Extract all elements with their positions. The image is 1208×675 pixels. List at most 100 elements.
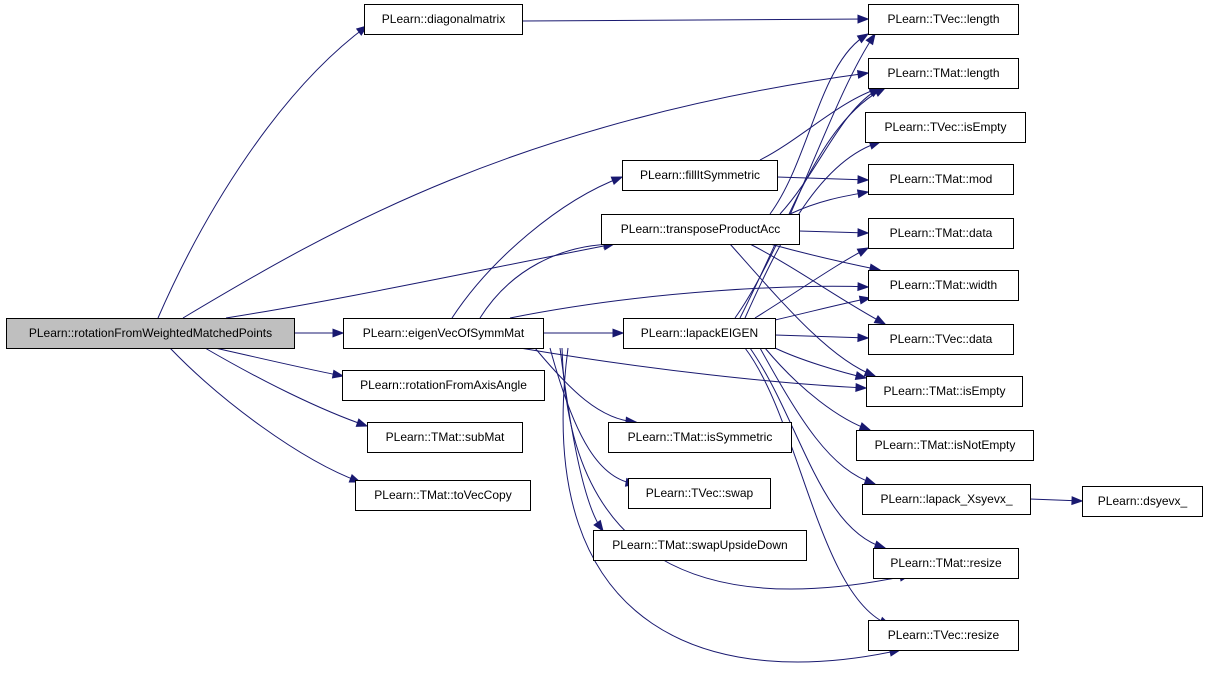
node-tvec-resize[interactable]: PLearn::TVec::resize [868, 620, 1019, 651]
arrowhead-icon [858, 295, 872, 305]
edge-fill-it-symmetric-to-tmat-mod [776, 175, 870, 185]
arrowhead-icon [856, 69, 870, 79]
node-label: PLearn::TVec::isEmpty [884, 120, 1006, 134]
edge-diagonalmatrix-to-tvec-length [521, 14, 870, 24]
node-box [601, 214, 800, 245]
edge-transpose-product-acc-to-tmat-length [779, 87, 882, 215]
node-label: PLearn::TVec::length [887, 12, 999, 26]
node-box [622, 160, 778, 191]
node-label: PLearn::rotationFromWeightedMatchedPoint… [29, 326, 272, 340]
node-box [868, 270, 1019, 301]
node-layer: PLearn::rotationFromWeightedMatchedPoint… [6, 4, 1203, 651]
node-box [868, 620, 1019, 651]
arrowhead-icon [593, 519, 604, 533]
edge-line [734, 33, 876, 319]
edge-line [754, 247, 869, 319]
node-tmat-to-vec-copy[interactable]: PLearn::TMat::toVecCopy [355, 480, 531, 511]
node-tmat-sub-mat[interactable]: PLearn::TMat::subMat [367, 422, 523, 453]
edge-eigen-vec-of-symm-mat-to-fill-it-symmetric [451, 176, 624, 319]
node-label: PLearn::TMat::swapUpsideDown [612, 538, 787, 552]
edge-lapack-xsyevx-to-dsyevx [1029, 496, 1084, 506]
node-label: PLearn::lapack_Xsyevx_ [880, 492, 1012, 506]
edge-lapack-eigen-to-lapack-xsyevx [759, 347, 877, 485]
node-label: PLearn::TVec::resize [888, 628, 1000, 642]
node-tmat-data[interactable]: PLearn::TMat::data [868, 218, 1014, 249]
node-transpose-product-acc[interactable]: PLearn::transposeProductAcc [601, 214, 800, 245]
edge-transpose-product-acc-to-tmat-data [798, 228, 870, 238]
node-tmat-is-empty[interactable]: PLearn::TMat::isEmpty [866, 376, 1023, 407]
node-label: PLearn::TMat::length [887, 66, 999, 80]
node-tmat-mod[interactable]: PLearn::TMat::mod [868, 164, 1014, 195]
node-label: PLearn::TMat::toVecCopy [374, 488, 511, 502]
node-label: PLearn::diagonalmatrix [382, 12, 505, 26]
node-tmat-width[interactable]: PLearn::TMat::width [868, 270, 1019, 301]
arrowhead-icon [857, 282, 870, 292]
node-box [856, 430, 1034, 461]
node-label: PLearn::TMat::mod [890, 172, 993, 186]
node-dsyevx[interactable]: PLearn::dsyevx_ [1082, 486, 1203, 517]
edge-line [519, 347, 867, 389]
edge-lapack-eigen-to-tmat-data [754, 247, 870, 319]
node-tmat-is-not-empty[interactable]: PLearn::TMat::isNotEmpty [856, 430, 1034, 461]
node-tvec-is-empty[interactable]: PLearn::TVec::isEmpty [865, 112, 1026, 143]
arrowhead-icon [355, 418, 369, 427]
arrowhead-icon [857, 228, 870, 238]
node-diagonalmatrix[interactable]: PLearn::diagonalmatrix [364, 4, 523, 35]
edge-eigen-vec-of-symm-mat-to-tmat-is-symmetric [534, 347, 638, 426]
node-fill-it-symmetric[interactable]: PLearn::fillItSymmetric [622, 160, 778, 191]
arrowhead-icon [873, 87, 887, 97]
node-eigen-vec-of-symm-mat[interactable]: PLearn::eigenVecOfSymmMat [343, 318, 544, 349]
arrowhead-icon [857, 14, 870, 24]
arrowhead-icon [873, 540, 887, 550]
node-box [862, 484, 1031, 515]
edge-line [562, 347, 901, 663]
edge-rotation-from-weighted-matched-points-to-tmat-sub-mat [204, 347, 369, 427]
node-label: PLearn::fillItSymmetric [640, 168, 760, 182]
node-box [6, 318, 295, 349]
node-tmat-swap-upside-down[interactable]: PLearn::TMat::swapUpsideDown [593, 530, 807, 561]
node-tmat-resize[interactable]: PLearn::TMat::resize [873, 548, 1019, 579]
node-tvec-swap[interactable]: PLearn::TVec::swap [628, 478, 771, 509]
node-lapack-eigen[interactable]: PLearn::lapackEIGEN [623, 318, 776, 349]
edge-rotation-from-weighted-matched-points-to-rotation-from-axis-angle [214, 347, 345, 379]
edge-rotation-from-weighted-matched-points-to-eigen-vec-of-symm-mat [294, 328, 345, 338]
node-label: PLearn::lapackEIGEN [641, 326, 758, 340]
edge-line [739, 87, 886, 319]
edge-eigen-vec-of-symm-mat-to-lapack-eigen [543, 328, 625, 338]
node-label: PLearn::TMat::resize [890, 556, 1002, 570]
node-box [873, 548, 1019, 579]
node-label: PLearn::dsyevx_ [1098, 494, 1188, 508]
node-box [868, 58, 1019, 89]
node-lapack-xsyevx[interactable]: PLearn::lapack_Xsyevx_ [862, 484, 1031, 515]
node-box [342, 370, 545, 401]
arrowhead-icon [865, 32, 876, 46]
edge-line [759, 87, 881, 161]
node-tmat-length[interactable]: PLearn::TMat::length [868, 58, 1019, 89]
edge-line [749, 347, 886, 549]
node-tmat-is-symmetric[interactable]: PLearn::TMat::isSymmetric [608, 422, 792, 453]
edge-line [779, 87, 881, 215]
arrowhead-icon [856, 189, 870, 199]
edge-line [769, 243, 881, 271]
node-box [628, 478, 771, 509]
arrowhead-icon [873, 315, 887, 325]
edge-line [744, 141, 881, 319]
arrowhead-icon [863, 367, 877, 377]
node-box [343, 318, 544, 349]
edge-line [749, 243, 886, 325]
node-rotation-from-weighted-matched-points[interactable]: PLearn::rotationFromWeightedMatchedPoint… [6, 318, 295, 349]
edge-line [729, 243, 876, 377]
node-box [865, 112, 1026, 143]
node-rotation-from-axis-angle[interactable]: PLearn::rotationFromAxisAngle [342, 370, 545, 401]
node-tvec-length[interactable]: PLearn::TVec::length [868, 4, 1019, 35]
arrowhead-icon [855, 382, 868, 393]
arrowhead-icon [856, 33, 870, 44]
edge-line [764, 347, 871, 431]
edge-line [214, 347, 344, 377]
node-tvec-data[interactable]: PLearn::TVec::data [868, 324, 1014, 355]
node-box [593, 530, 807, 561]
arrowhead-icon [863, 476, 877, 485]
edge-line [157, 25, 368, 319]
node-label: PLearn::TMat::isSymmetric [628, 430, 773, 444]
